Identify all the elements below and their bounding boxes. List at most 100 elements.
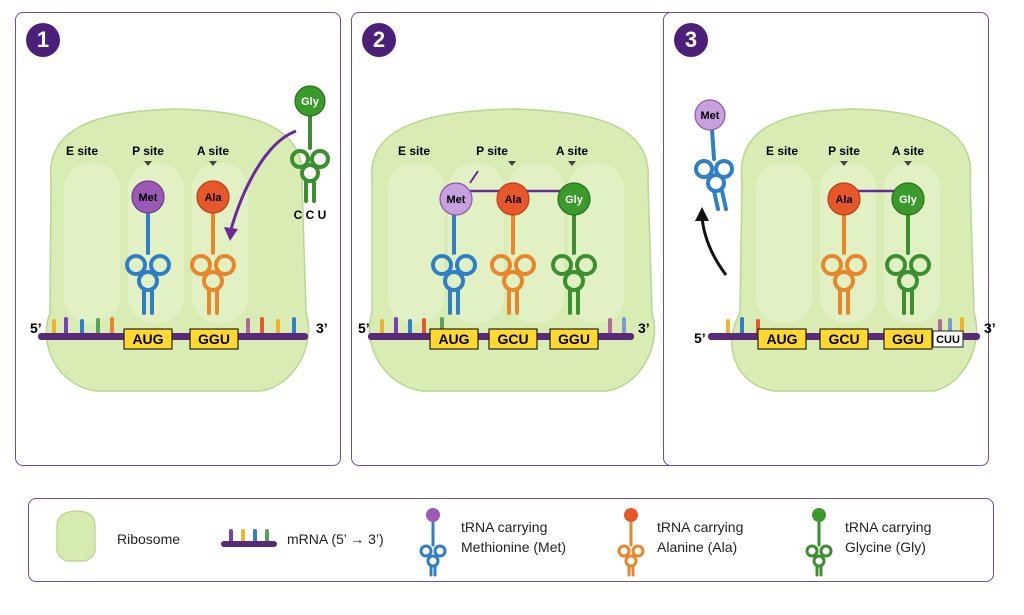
- codon-gcu: GCU: [497, 331, 528, 347]
- codon-box: [488, 328, 538, 350]
- ala-amino-acid: [196, 180, 230, 214]
- met-trna-icon: [419, 521, 447, 577]
- met-amino-acid: [694, 99, 726, 131]
- codon-box: [819, 328, 869, 350]
- codon-ggu: GGU: [892, 331, 924, 347]
- ala-amino-acid: [496, 182, 530, 216]
- ala-label: Ala: [204, 192, 222, 204]
- legend-met-label: tRNA carrying Methionine (Met): [461, 517, 566, 557]
- gly-label: Gly: [899, 194, 918, 206]
- p-site-label: P site: [476, 144, 508, 158]
- legend: Ribosome mRNA (5’ → 3’) tRNA carrying Me…: [28, 498, 994, 582]
- ala-label: Ala: [504, 194, 522, 206]
- p-site-label: P site: [132, 144, 164, 158]
- panel-step-2: 2 E site P site A site 5’ 3’ AUG: [351, 12, 677, 466]
- exit-arrow-icon: [700, 216, 728, 276]
- three-prime-label: 3’: [638, 320, 650, 336]
- step-number-badge: 3: [674, 23, 708, 57]
- codon-aug: AUG: [438, 331, 469, 347]
- gly-amino-acid: [557, 182, 591, 216]
- step-number-badge: 2: [362, 23, 396, 57]
- panel-1-diagram: E site P site A site 5’ 3’ AUG GG: [30, 85, 330, 392]
- gly-label: Gly: [301, 96, 320, 108]
- e-site-label: E site: [766, 144, 798, 158]
- legend-gly-line2: Glycine (Gly): [845, 539, 926, 555]
- five-prime-label: 5’: [358, 320, 370, 336]
- e-site-label: E site: [66, 144, 98, 158]
- trna-met: [125, 207, 171, 315]
- met-label: Met: [447, 194, 466, 206]
- arrow-head-icon: [224, 227, 238, 241]
- arrow-head-icon: [695, 207, 709, 221]
- legend-ala-label: tRNA carrying Alanine (Ala): [657, 517, 743, 557]
- met-label: Met: [701, 110, 720, 122]
- codon-aug: AUG: [132, 331, 163, 347]
- panel-step-3: 3 E site P site A site 5’ 3’ AUG GCU: [663, 12, 996, 466]
- a-site-pointer-icon: [209, 161, 217, 166]
- legend-ribosome-label: Ribosome: [117, 531, 181, 547]
- met-amino-acid: [131, 180, 165, 214]
- trna-ala: [190, 207, 236, 315]
- trna-gly-incoming: [290, 111, 330, 203]
- e-site-groove: [388, 163, 444, 323]
- codon-box: [757, 328, 807, 350]
- legend-ala-line1: tRNA carrying: [657, 519, 744, 535]
- trna-gly: [551, 211, 597, 315]
- e-site-label: E site: [398, 144, 430, 158]
- ribosome-icon: [56, 510, 96, 562]
- legend-mrna-label: mRNA (5’ → 3’): [287, 531, 384, 547]
- a-site-pointer-icon: [904, 161, 912, 166]
- codon-box-empty: [932, 330, 964, 348]
- a-site-label: A site: [892, 144, 925, 158]
- trna-gly: [885, 211, 931, 315]
- trna-ala: [821, 211, 867, 315]
- gly-trna-icon: [805, 521, 833, 577]
- legend-met-line2: Methionine (Met): [461, 539, 567, 555]
- codon-aug: AUG: [766, 331, 797, 347]
- codon-box: [189, 328, 239, 350]
- panel-2-diagram: E site P site A site 5’ 3’ AUG GCU GGU: [358, 108, 656, 392]
- panel-step-1: 1 E site P site A site: [15, 12, 341, 466]
- ala-amino-acid-icon: [624, 508, 638, 522]
- codon-ggu: GGU: [198, 331, 230, 347]
- met-link-line: [469, 170, 479, 184]
- ala-amino-acid: [827, 182, 861, 216]
- codon-box: [549, 328, 599, 350]
- legend-gly-line1: tRNA carrying: [845, 519, 932, 535]
- three-prime-label: 3’: [984, 320, 996, 336]
- codon-box: [123, 328, 173, 350]
- panel-3-diagram: E site P site A site 5’ 3’ AUG GCU GGU C…: [694, 99, 996, 392]
- trna-met: [431, 211, 477, 315]
- mrna-strand: [38, 317, 308, 340]
- codon-box: [429, 328, 479, 350]
- three-prime-label: 3’: [316, 320, 328, 336]
- met-label: Met: [139, 192, 158, 204]
- e-site-groove: [64, 163, 120, 323]
- p-site-pointer-icon: [144, 161, 152, 166]
- met-amino-acid-icon: [426, 508, 440, 522]
- incoming-arrow-icon: [228, 129, 297, 234]
- legend-icons: [56, 508, 833, 577]
- trna-ala: [490, 211, 536, 315]
- codon-ggu: GGU: [558, 331, 590, 347]
- p-site-pointer-icon: [508, 161, 516, 166]
- a-site-label: A site: [556, 144, 589, 158]
- gly-amino-acid: [294, 85, 326, 117]
- gly-label: Gly: [565, 194, 584, 206]
- trna-met-departing: [694, 127, 734, 211]
- codon-cuu: CUU: [936, 334, 960, 346]
- gly-amino-acid-icon: [812, 508, 826, 522]
- codon-gcu: GCU: [828, 331, 859, 347]
- ala-label: Ala: [835, 194, 853, 206]
- a-site-pointer-icon: [568, 161, 576, 166]
- a-site-label: A site: [197, 144, 230, 158]
- anticodon-label: C C U: [294, 208, 327, 222]
- mrna-icon: [221, 529, 277, 547]
- legend-ala-line2: Alanine (Ala): [657, 539, 738, 555]
- met-amino-acid: [439, 182, 473, 216]
- p-site-label: P site: [828, 144, 860, 158]
- legend-gly-label: tRNA carrying Glycine (Gly): [845, 517, 931, 557]
- ala-trna-icon: [617, 521, 645, 577]
- five-prime-label: 5’: [694, 330, 706, 346]
- gly-amino-acid: [891, 182, 925, 216]
